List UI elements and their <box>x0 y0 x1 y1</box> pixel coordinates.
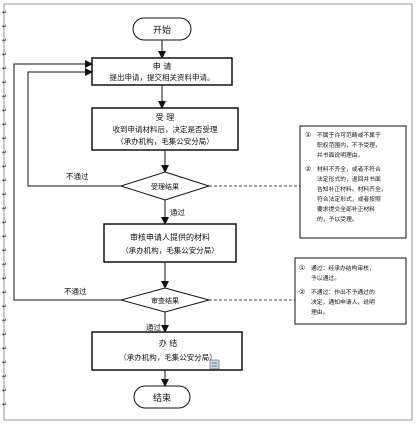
paragraph-mark: ↵ <box>2 373 7 380</box>
review-result-decision: 审查结果 <box>119 287 211 313</box>
paragraph-mark: ↵ <box>2 107 7 114</box>
note-item-line: 符合法定形式，或者按照 <box>317 195 381 203</box>
accept-title: 受 理 <box>156 112 175 122</box>
note-item-line: 告知补正材料。材料齐全， <box>317 185 387 193</box>
done-org: （承办机构，毛集公安分局） <box>119 352 217 362</box>
pass-label-1: 通过 <box>170 207 185 217</box>
edge-not-pass-loop-1 <box>27 68 121 187</box>
note-item-line: 予以通过。 <box>311 274 340 282</box>
note-item-marker: ② <box>305 165 311 173</box>
note-review-criteria: ① 通过：经承办结构审核， 予以通过。 ② 不通过：作出不予通过的决定，通知申请人，说明… <box>294 257 407 325</box>
note-item-line: 职权范围内，不予受理， <box>317 141 381 149</box>
paragraph-mark: ↵ <box>2 149 7 156</box>
paragraph-mark: ↵ <box>2 79 7 86</box>
pass-label-2: 通过 <box>146 322 161 332</box>
accept-box: 受 理 收到申请材料后，决定是否受理 （承办机构，毛集公安分局） <box>91 107 239 151</box>
paragraph-mark: ↵ <box>2 345 7 352</box>
paragraph-mark: ↵ <box>2 303 7 310</box>
note-item-line: 并书面说明理由。 <box>317 151 363 159</box>
paragraph-mark: ↵ <box>2 51 7 58</box>
paragraph-mark: ↵ <box>2 121 7 128</box>
note-item-line: 理由。 <box>311 308 328 316</box>
paragraph-mark: ↵ <box>2 317 7 324</box>
paragraph-marks: ↵ ↵ ↵ ↵ ↵ ↵ ↵ ↵ ↵ ↵ ↵ ↵ ↵ ↵ ↵ ↵ ↵ ↵ ↵ ↵ ↵ ↵ ↵ ↵ ↵ ↵ ↵ ↵ ↵ <box>2 9 7 408</box>
paragraph-mark: ↵ <box>2 23 7 30</box>
not-pass-label-1: 不通过 <box>66 171 89 181</box>
note-item-line: 决定，通知申请人，说明 <box>311 298 375 306</box>
paragraph-mark: ↵ <box>2 233 7 240</box>
accept-org: （承办机构，毛集公安分局） <box>116 136 214 146</box>
note-item-line: 法定形式的，退回并书面 <box>317 175 381 183</box>
paragraph-mark: ↵ <box>2 275 7 282</box>
not-pass-label-2: 不通过 <box>64 286 87 296</box>
embedded-object-icon <box>209 359 220 370</box>
note-item-line: 不属于许可范畴或不属于 <box>317 131 381 139</box>
edge-not-pass-loop-2 <box>13 60 121 301</box>
apply-description: 提出申请，提交相关资料申请。 <box>110 72 215 82</box>
note-item-marker: ① <box>299 264 305 272</box>
page-frame <box>3 3 413 421</box>
review-org: （承办机构，毛集公安分局） <box>121 245 219 255</box>
review-box: 审核申请人提供的材料 （承办机构，毛集公安分局） <box>103 223 237 263</box>
note-item-line: 要求提交全部补正材料 <box>317 205 375 213</box>
apply-box: 申 请 提出申请，提交相关资料申请。 <box>91 57 233 86</box>
accept-result-decision: 受理结果 <box>119 171 211 201</box>
paragraph-mark: ↵ <box>2 219 7 226</box>
paragraph-mark: ↵ <box>2 65 7 72</box>
start-label: 开始 <box>153 24 171 36</box>
paragraph-mark: ↵ <box>2 387 7 394</box>
end-label: 结束 <box>153 392 171 404</box>
done-title: 办 结 <box>159 338 178 348</box>
paragraph-mark: ↵ <box>2 331 7 338</box>
paragraph-mark: ↵ <box>2 163 7 170</box>
start-node: 开始 <box>132 17 192 41</box>
paragraph-mark: ↵ <box>2 177 7 184</box>
end-node: 结束 <box>133 385 191 409</box>
note-item-line: 的，予以受理。 <box>317 215 358 223</box>
accept-result-label: 受理结果 <box>151 182 179 191</box>
done-box: 办 结 （承办机构，毛集公安分局） <box>91 331 243 371</box>
paragraph-mark: ↵ <box>2 191 7 198</box>
paragraph-mark: ↵ <box>2 359 7 366</box>
paragraph-mark: ↵ <box>2 9 7 16</box>
note-item-line: 材料不齐全，或者不符合 <box>317 165 381 173</box>
note-item-line: 不通过：作出不予通过的 <box>311 288 375 296</box>
paragraph-mark: ↵ <box>2 93 7 100</box>
accept-description: 收到申请材料后，决定是否受理 <box>113 124 218 134</box>
note-item-marker: ① <box>305 131 311 139</box>
note-item-marker: ② <box>299 288 305 296</box>
paragraph-mark: ↵ <box>2 135 7 142</box>
paragraph-mark: ↵ <box>2 247 7 254</box>
paragraph-mark: ↵ <box>2 289 7 296</box>
review-result-label: 审查结果 <box>151 296 179 305</box>
paragraph-mark: ↵ <box>2 401 7 408</box>
note-item-line: 通过：经承办结构审核， <box>311 264 375 272</box>
review-description: 审核申请人提供的材料 <box>130 232 210 242</box>
paragraph-mark: ↵ <box>2 205 7 212</box>
paragraph-mark: ↵ <box>2 261 7 268</box>
apply-title: 申 请 <box>153 61 172 71</box>
paragraph-mark: ↵ <box>2 37 7 44</box>
